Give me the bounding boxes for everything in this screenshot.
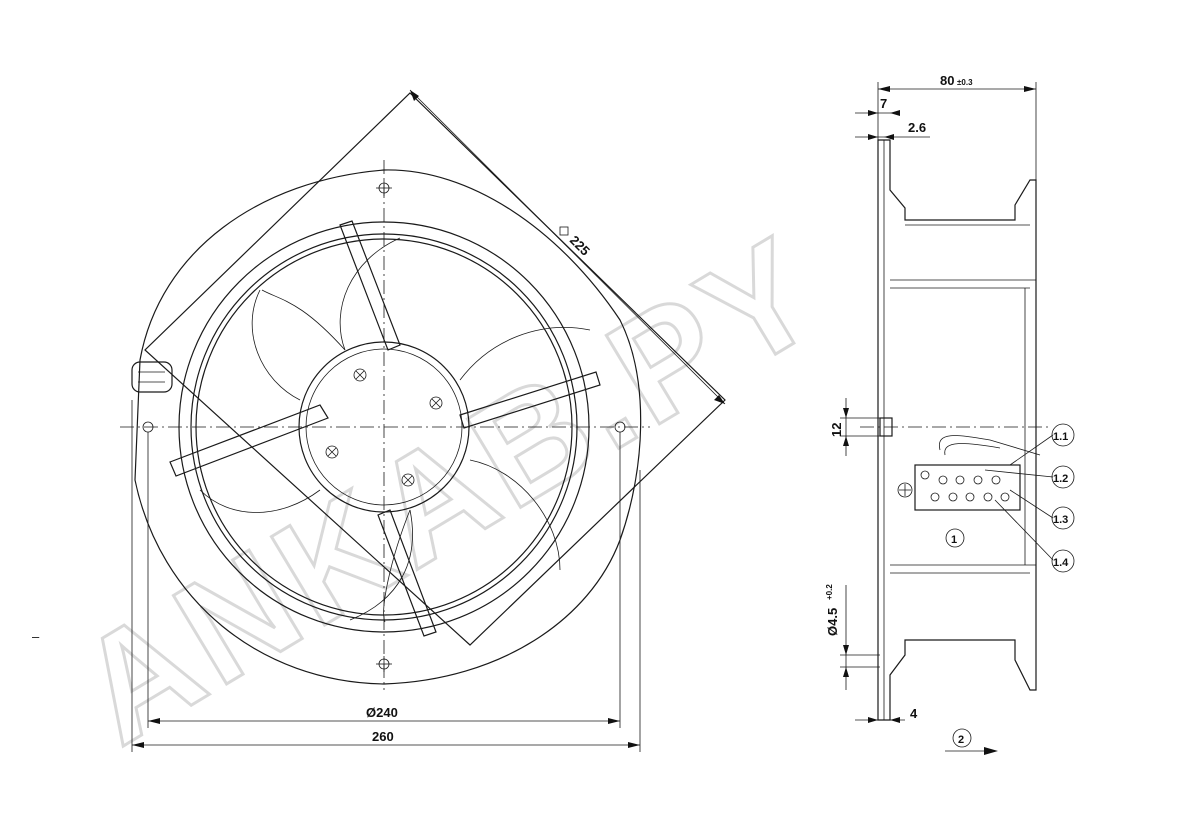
dim-label-mount-hole: Ø4.5 — [825, 608, 840, 636]
dim-label-mount-hole-tolerance: +0.2 — [825, 584, 834, 600]
callout-1-1: 1.1 — [1009, 423, 1075, 466]
front-view: Ø240 260 225 — [120, 89, 726, 752]
housing-ring-outer — [178, 221, 590, 633]
svg-text:1.2: 1.2 — [1053, 473, 1068, 485]
callout-1-4: 1.4 — [994, 499, 1075, 573]
side-housing-outline — [877, 139, 1037, 721]
dim-label-slot: 12 — [829, 423, 844, 437]
cable-guide-lug — [131, 361, 173, 393]
dim-label-offset: 2.6 — [908, 120, 926, 135]
housing-body — [134, 169, 642, 685]
square-symbol-icon — [559, 226, 569, 236]
svg-text:1.4: 1.4 — [1053, 557, 1069, 569]
dim-label-diameter: Ø240 — [366, 705, 398, 720]
callout-1-3: 1.3 — [1009, 489, 1075, 530]
dim-label-square: 225 — [567, 233, 593, 259]
svg-text:1.3: 1.3 — [1053, 514, 1068, 526]
terminal-screw-icon — [920, 470, 1010, 502]
dim-label-foot: 4 — [910, 706, 918, 721]
terminal-block — [897, 435, 1041, 511]
hub-screw-icon — [325, 368, 443, 487]
callout-terminal-block: 1 — [945, 528, 965, 548]
mounting-slot — [879, 417, 893, 437]
fan-blades — [199, 237, 591, 623]
callout-1-2: 1.2 — [984, 465, 1075, 489]
support-struts — [169, 220, 601, 637]
stray-mark: – — [32, 629, 40, 644]
dim-label-flange: 7 — [880, 96, 887, 111]
watermark-text: ANKAB.PY — [50, 203, 849, 775]
svg-text:1.1: 1.1 — [1053, 431, 1068, 443]
dim-label-overall: 260 — [372, 729, 394, 744]
dim-line-square — [409, 89, 726, 405]
svg-text:1: 1 — [951, 534, 957, 546]
watermark: ANKAB.PY — [48, 202, 850, 777]
mounting-hole-icon — [142, 180, 626, 672]
svg-text:2: 2 — [958, 734, 964, 746]
dim-label-depth: 80 — [940, 73, 954, 88]
housing-square-outline — [144, 92, 726, 646]
dim-label-depth-tolerance: ±0.3 — [957, 78, 973, 87]
callout-airflow: 2 — [945, 728, 998, 755]
side-view: 80 ±0.3 7 2.6 12 Ø4.5 +0.2 4 1.1 — [825, 73, 1075, 755]
